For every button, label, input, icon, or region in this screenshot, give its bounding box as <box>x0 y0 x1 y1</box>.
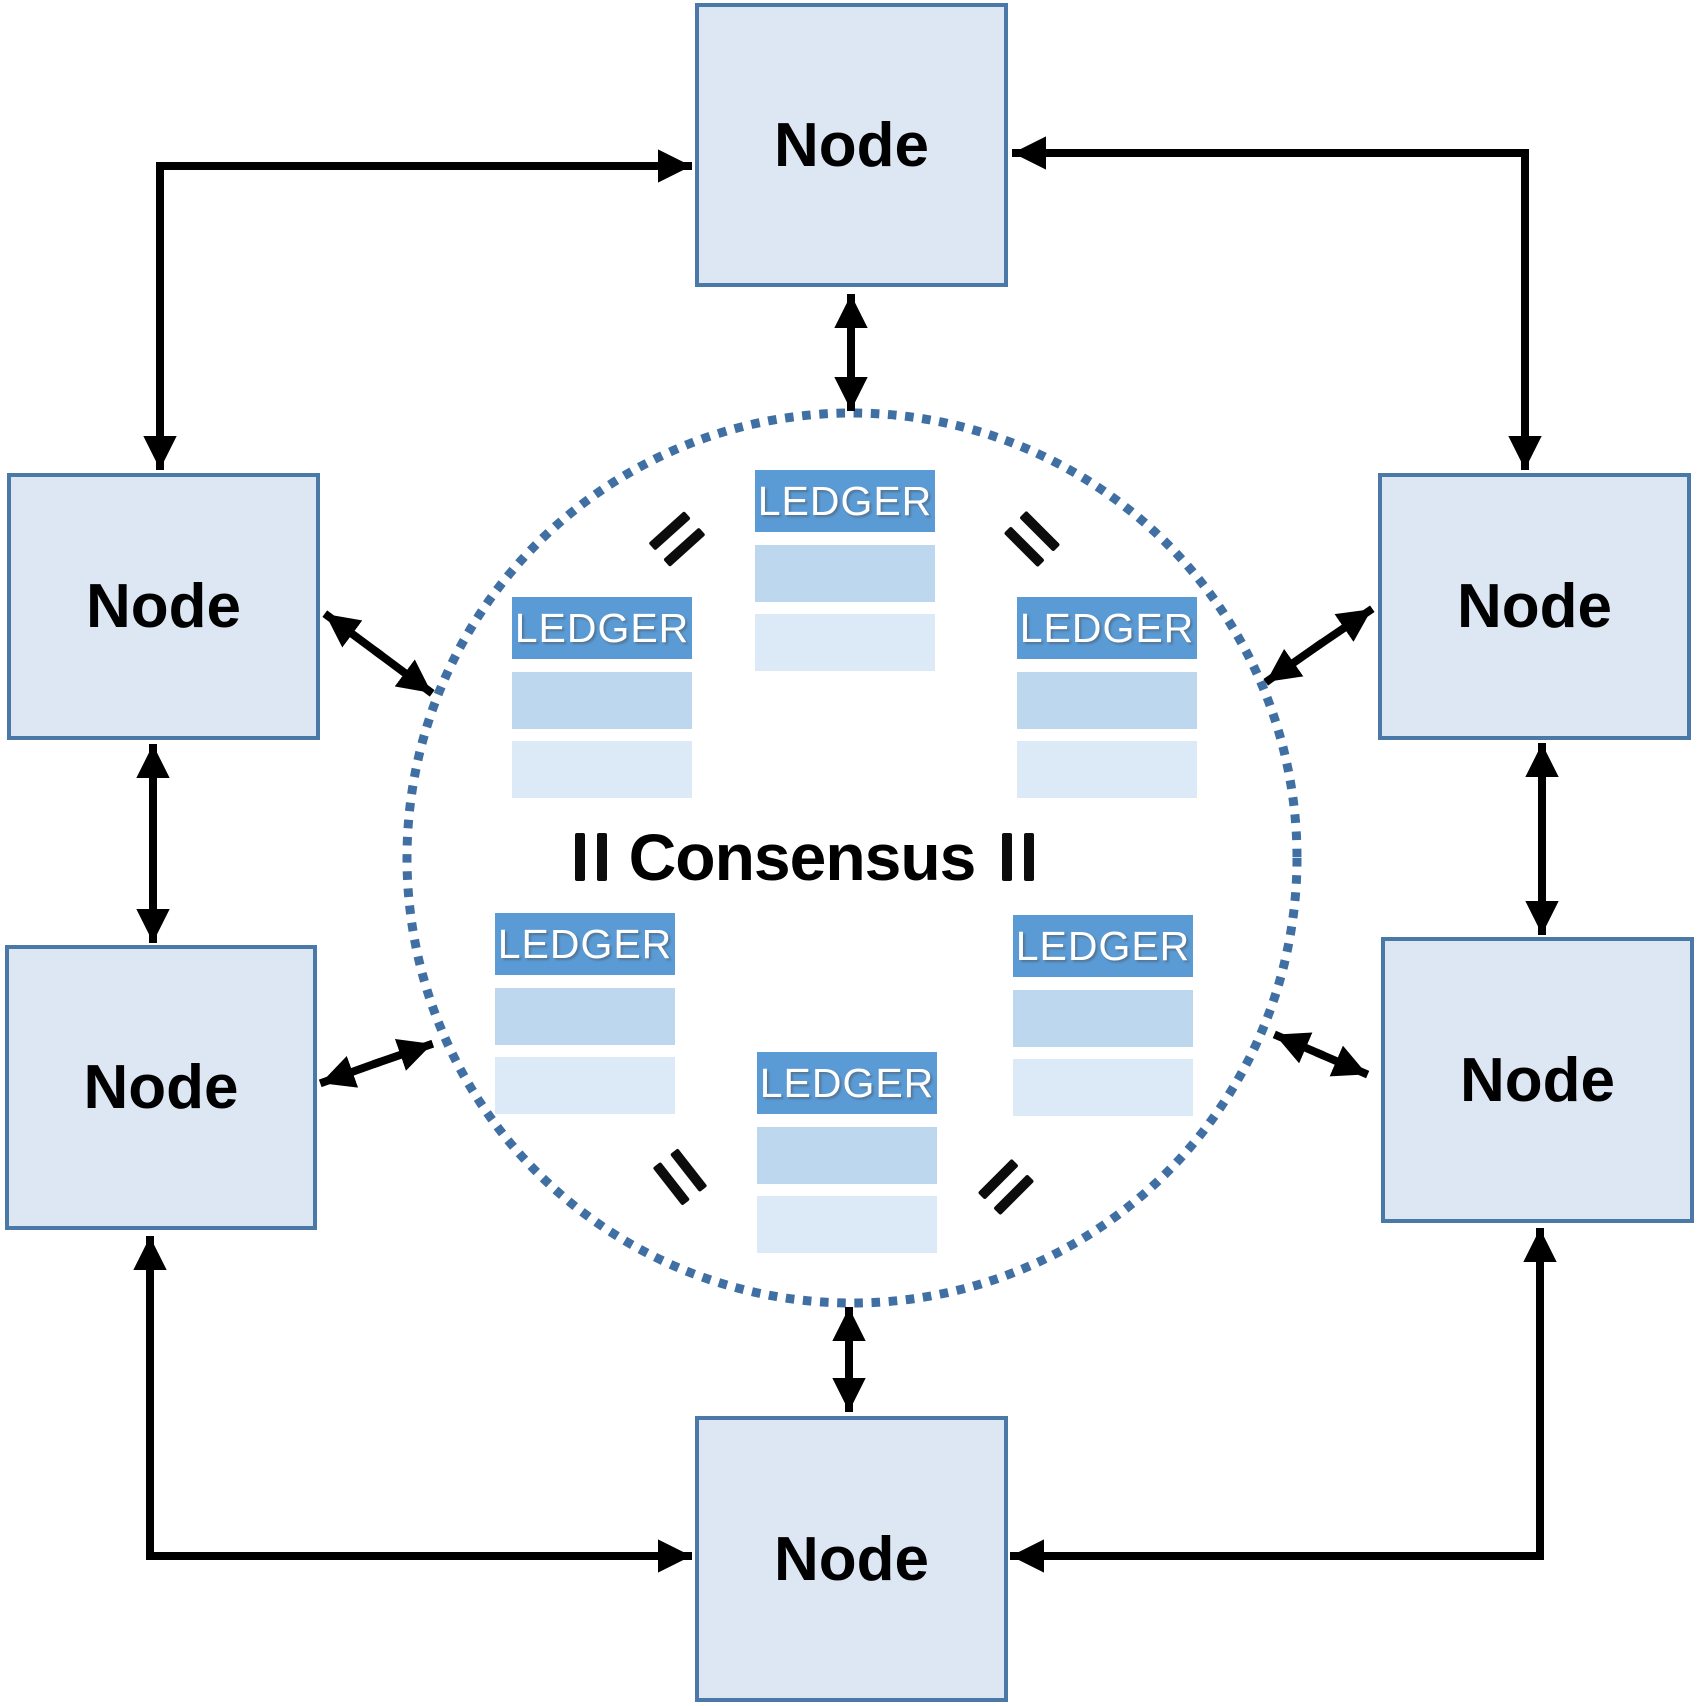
node-lower-right-label: Node <box>1460 1045 1615 1115</box>
ledger-upper-left: LEDGER <box>512 597 692 798</box>
arrow-upper-right-diagonal-to-node <box>1313 605 1375 651</box>
ledger-top: LEDGER <box>755 470 935 671</box>
ledger-top-header: LEDGER <box>755 470 935 532</box>
node-lower-left-label: Node <box>83 1053 239 1122</box>
node-bottom: Node <box>695 1416 1008 1702</box>
arrow-lower-right-diagonal-to-node <box>1314 1045 1370 1079</box>
ledger-row <box>757 1127 937 1184</box>
node-upper-left: Node <box>7 473 320 740</box>
arrow-lower-left-diagonal-to-node <box>318 1055 383 1088</box>
equals-bar <box>1024 833 1034 881</box>
arrows-group <box>133 136 1559 1573</box>
ledger-row <box>495 1057 675 1114</box>
node-lower-left: Node <box>5 945 317 1230</box>
ledger-lower-left-header: LEDGER <box>495 913 675 975</box>
equals-bar <box>597 833 607 881</box>
ledger-lower-right-header: LEDGER <box>1013 915 1193 977</box>
ledger-row <box>1013 990 1193 1047</box>
ledger-lower-right: LEDGER <box>1013 915 1193 1116</box>
equals-bar <box>1002 833 1012 881</box>
node-lower-right: Node <box>1381 937 1694 1223</box>
ledger-row <box>495 988 675 1045</box>
node-top-label: Node <box>774 110 929 180</box>
ledger-row <box>512 672 692 729</box>
ledger-row <box>757 1196 937 1253</box>
ledger-upper-right: LEDGER <box>1017 597 1197 798</box>
node-upper-left-label: Node <box>86 572 241 641</box>
node-top: Node <box>695 3 1008 287</box>
arrow-upper-left-diagonal-to-node <box>322 610 384 659</box>
arrow-lower-right-diagonal-to-circle <box>1272 1030 1326 1064</box>
ledger-upper-right-header: LEDGER <box>1017 597 1197 659</box>
ledger-row <box>755 545 935 602</box>
ledger-row <box>512 741 692 798</box>
consensus-boundary-dotted-circle <box>402 408 1302 1308</box>
arrow-lower-left-diagonal-to-circle <box>371 1039 435 1071</box>
node-bottom-label: Node <box>774 1524 929 1594</box>
arrow-upper-left-diagonal-to-circle <box>372 647 435 697</box>
ledger-lower-left: LEDGER <box>495 913 675 1114</box>
consensus-label: Consensus <box>628 820 977 894</box>
ledger-bottom-header: LEDGER <box>757 1052 937 1114</box>
ledger-upper-left-header: LEDGER <box>512 597 692 659</box>
ledger-bottom: LEDGER <box>757 1052 937 1253</box>
node-upper-right: Node <box>1378 473 1691 740</box>
ledger-row <box>755 614 935 671</box>
ledger-row <box>1017 741 1197 798</box>
ledger-row <box>1017 672 1197 729</box>
equals-icon <box>575 833 607 881</box>
arrow-upper-right-diagonal-to-circle <box>1263 639 1325 686</box>
node-upper-right-label: Node <box>1457 572 1612 641</box>
ledger-row <box>1013 1059 1193 1116</box>
equals-bar <box>575 833 585 881</box>
equals-icon <box>1002 833 1034 881</box>
